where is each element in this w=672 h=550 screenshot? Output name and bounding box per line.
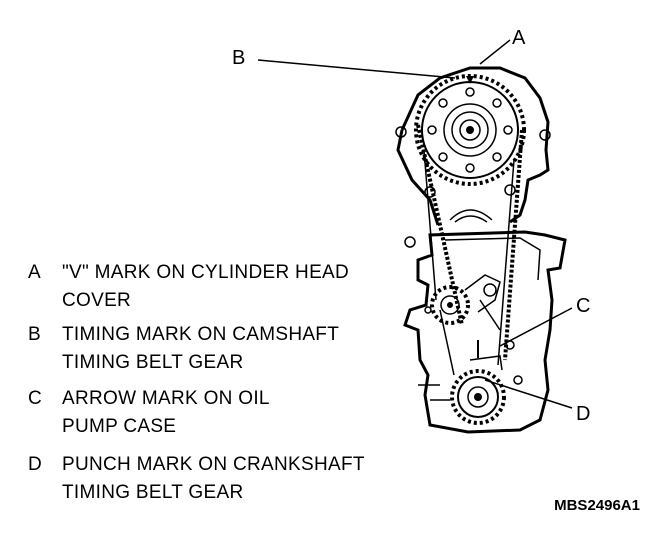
leader-c [499,307,573,347]
callout-b: B [232,47,245,69]
leader-d [484,379,573,409]
legend-key-c: C [28,388,42,409]
gear-bolt-holes [427,87,513,173]
figure-id: MBS2496A1 [554,497,640,514]
legend-a-line2: COVER [62,290,131,311]
legend-c-line1: ARROW MARK ON OIL [62,388,270,409]
oil-pump-gear [430,274,501,331]
legend-key-b: B [28,324,41,345]
callout-c: C [576,295,590,317]
leader-lines [257,39,573,409]
callout-d: D [576,403,590,425]
legend-key-a: A [28,262,41,283]
legend-a-line1: "V" MARK ON CYLINDER HEAD [62,262,349,283]
upper-timing-cover [395,66,551,226]
leader-a [479,39,511,65]
legend: A "V" MARK ON CYLINDER HEAD COVER B TIMI… [28,262,365,503]
legend-key-d: D [28,454,42,475]
legend-b-line2: TIMING BELT GEAR [62,352,243,373]
legend-d-line2: TIMING BELT GEAR [62,482,243,503]
legend-b-line1: TIMING MARK ON CAMSHAFT [62,324,339,345]
timing-belt [416,124,524,376]
crankshaft-gear [450,340,523,425]
leader-b [257,59,456,79]
camshaft-timing-mark [466,76,474,84]
engine-housing [403,230,567,434]
tensioner-pulley [449,209,493,223]
callout-a: A [512,27,526,49]
camshaft-gear [414,74,526,186]
legend-c-line2: PUMP CASE [62,416,176,437]
legend-d-line1: PUNCH MARK ON CRANKSHAFT [62,454,365,475]
